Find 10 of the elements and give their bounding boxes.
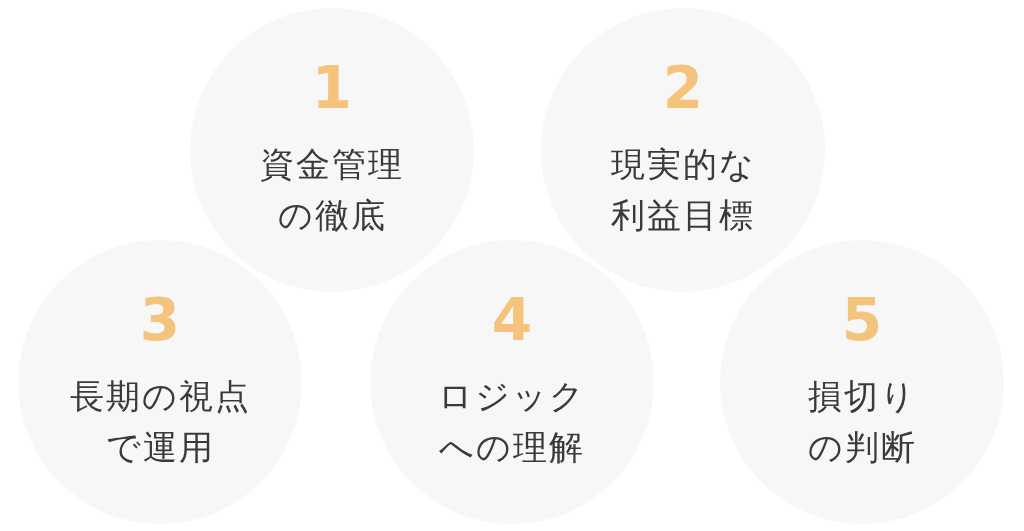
step-number: 2 — [662, 59, 704, 117]
step-label: 資金管理の徹底 — [259, 143, 405, 237]
step-number: 1 — [311, 59, 353, 117]
step-label: 現実的な利益目標 — [609, 143, 757, 237]
step-label: ロジックへの理解 — [438, 375, 586, 469]
step-number: 4 — [491, 291, 533, 349]
step-number: 3 — [139, 291, 181, 349]
step-label: 損切りの判断 — [806, 375, 918, 469]
step-label: 長期の視点で運用 — [68, 375, 252, 469]
step-number: 5 — [841, 291, 883, 349]
